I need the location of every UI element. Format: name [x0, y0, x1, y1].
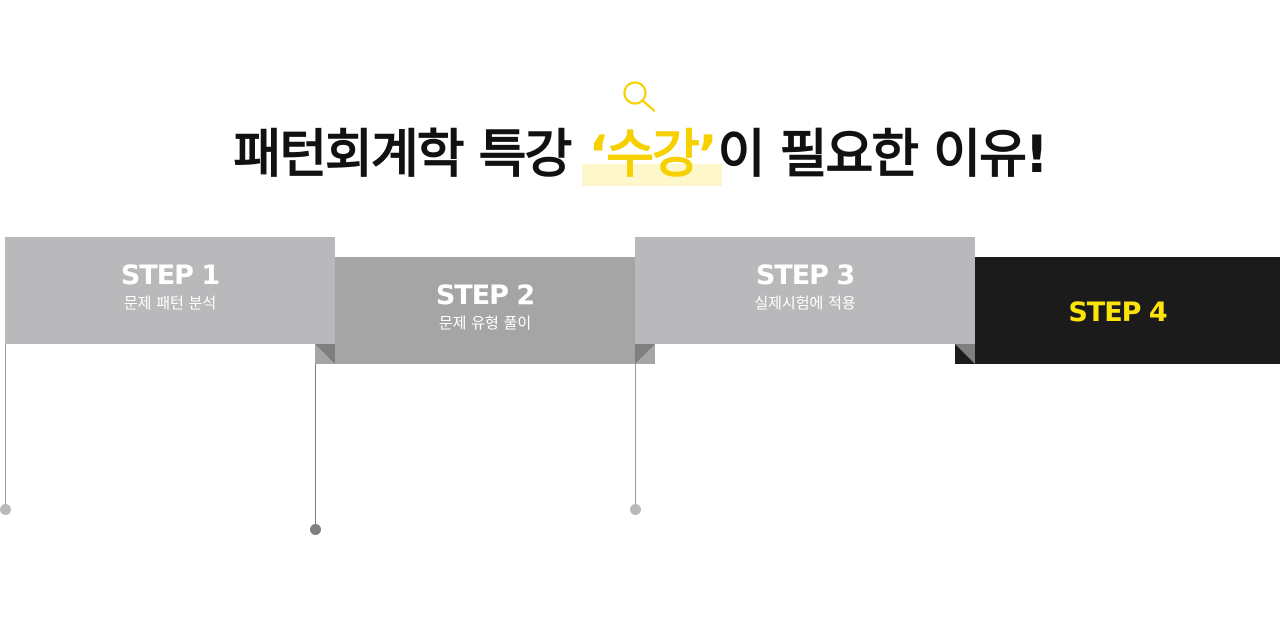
step-3-card: STEP 3 실제시험에 적용	[635, 237, 975, 344]
step-1-desc: 문제 패턴 분석	[123, 294, 217, 312]
title-text-before: 패턴회계학 특강	[233, 125, 572, 185]
step-1-card: STEP 1 문제 패턴 분석	[5, 237, 335, 344]
step-4-fold-left	[955, 344, 975, 364]
step-2-pole	[315, 364, 316, 529]
step-1-pole-dot	[0, 504, 11, 515]
step-2-card: STEP 2 문제 유형 풀이	[315, 257, 655, 364]
page-title: 패턴회계학 특강 ‘수강’이 필요한 이유!	[0, 120, 1280, 190]
step-3-pole-dot	[630, 504, 641, 515]
step-4-card: STEP 4	[955, 257, 1280, 364]
step-3-desc: 실제시험에 적용	[754, 294, 856, 312]
step-3-pole	[635, 344, 636, 509]
step-2-fold-right	[635, 344, 655, 364]
step-2-pole-dot	[310, 524, 321, 535]
title-text-after: 이 필요한 이유!	[717, 125, 1049, 185]
step-1-label: STEP 1	[120, 260, 220, 291]
step-2-fold-left	[315, 344, 335, 364]
step-2-label: STEP 2	[435, 280, 535, 311]
search-icon	[623, 81, 656, 112]
title-highlight: ‘수강’	[582, 120, 722, 190]
step-1-pole	[5, 344, 6, 509]
step-2-desc: 문제 유형 풀이	[438, 314, 532, 332]
step-4-label: STEP 4	[1068, 296, 1167, 328]
step-3-label: STEP 3	[755, 260, 855, 291]
